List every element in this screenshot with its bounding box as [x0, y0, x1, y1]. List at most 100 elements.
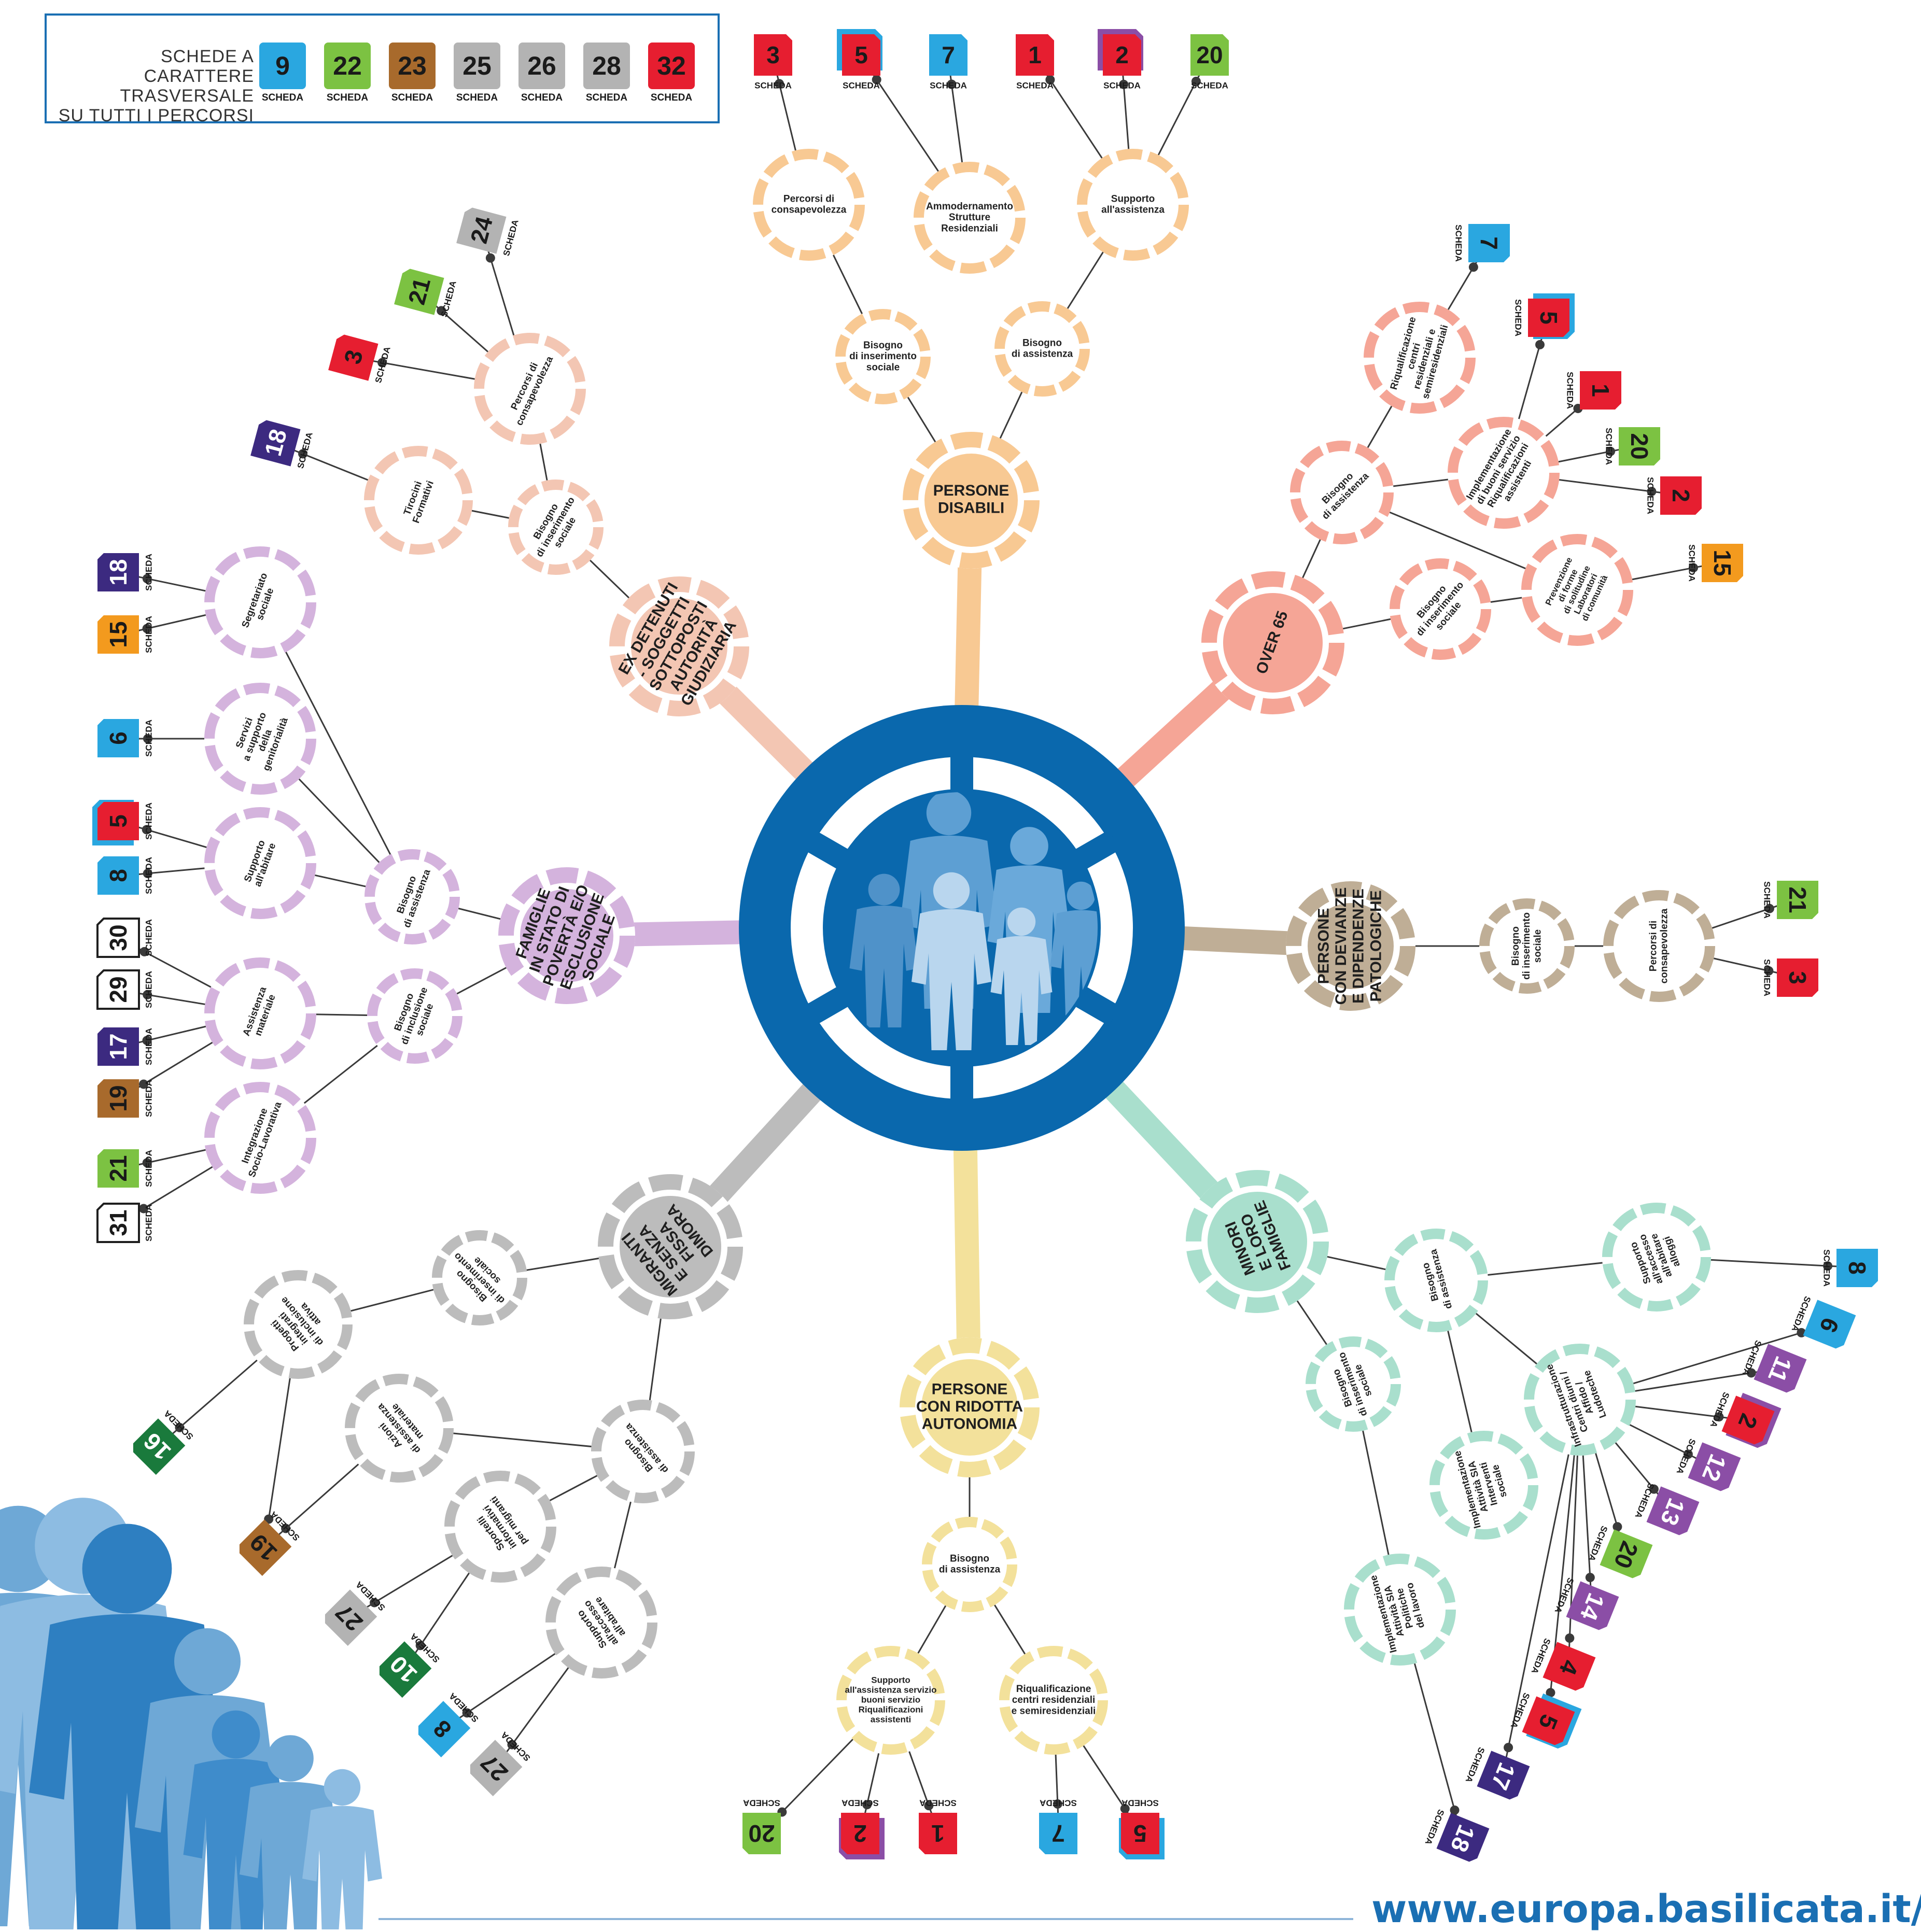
website-link[interactable]: www.europa.basilicata.it/fse: [1371, 1887, 1921, 1931]
hub-detenuti[interactable]: EX DETENUTI- SOGGETTISOTTOPOSTIAUTORITÀG…: [609, 576, 749, 716]
hub-over65[interactable]: OVER 65: [1201, 571, 1344, 714]
